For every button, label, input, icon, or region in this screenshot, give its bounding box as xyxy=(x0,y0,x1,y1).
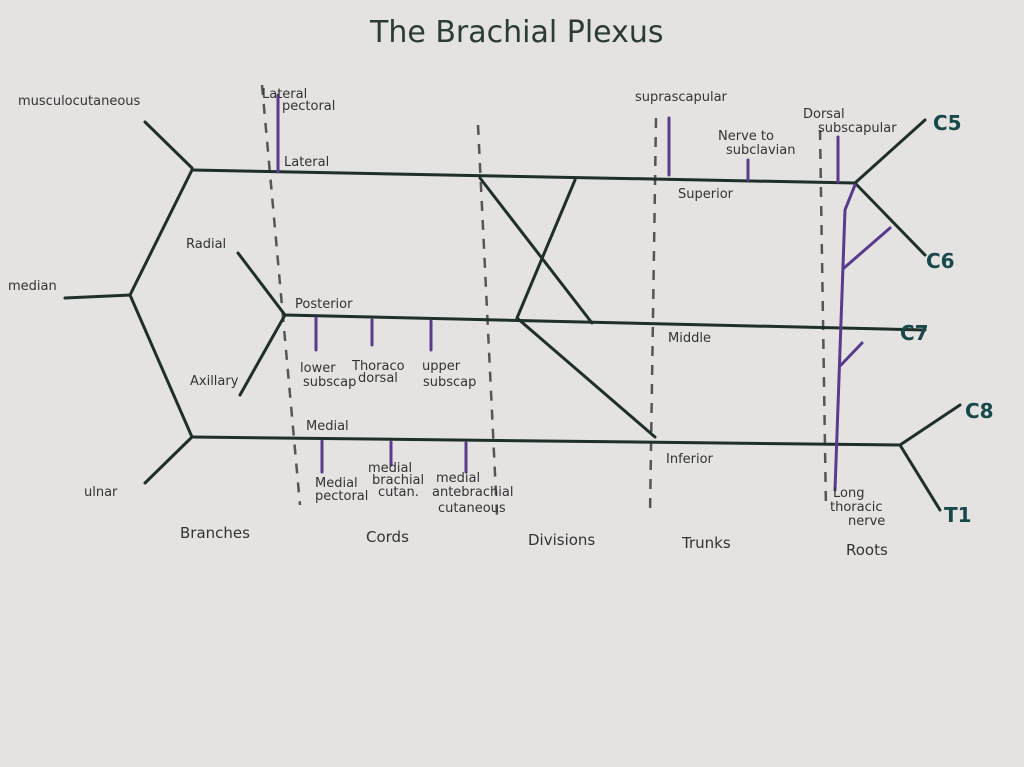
label-median: median xyxy=(8,279,57,294)
label-medial-antebrachial-2: antebrachial xyxy=(432,485,513,500)
label-suprascapular: suprascapular xyxy=(635,90,728,105)
label-long-thoracic-1: Long xyxy=(833,486,864,501)
label-axillary: Axillary xyxy=(190,374,239,389)
divider-divisions-trunks xyxy=(648,117,658,516)
section-branches: Branches xyxy=(180,524,250,542)
label-medial-pectoral-1: Medial xyxy=(315,476,358,491)
label-dorsal-scapular-1: Dorsal xyxy=(803,107,845,122)
label-medial-cord: Medial xyxy=(306,419,349,434)
root-c7: C7 xyxy=(900,321,929,345)
division-line xyxy=(515,316,657,439)
label-upper-subscap-1: upper xyxy=(422,359,461,374)
nerve-lines xyxy=(63,118,962,512)
musculocutaneous-line xyxy=(143,120,194,170)
label-nerve-to-subclavian-2: subclavian xyxy=(726,143,796,158)
label-lower-subscap-2: subscap xyxy=(303,375,356,390)
label-long-thoracic-3: nerve xyxy=(848,514,885,529)
label-thoracodorsal-2: dorsal xyxy=(358,371,398,386)
lateral-superior-line xyxy=(190,168,857,185)
posterior-middle-line xyxy=(283,313,927,332)
division-line xyxy=(478,176,594,325)
long-thoracic-c7-root xyxy=(839,341,864,367)
label-posterior-cord: Posterior xyxy=(295,297,353,312)
c8-root-line xyxy=(898,403,962,447)
label-superior-trunk: Superior xyxy=(678,187,734,202)
section-cords: Cords xyxy=(366,528,409,546)
t1-root-line xyxy=(898,443,942,512)
purple-branches xyxy=(276,93,892,492)
median-line xyxy=(63,293,132,300)
c6-root-line xyxy=(853,181,927,257)
label-thoracodorsal-1: Thoraco xyxy=(351,359,405,374)
diagram-title: The Brachial Plexus xyxy=(369,15,663,50)
root-c6: C6 xyxy=(926,249,955,273)
radial-line xyxy=(236,251,287,317)
label-lateral-pectoral-1: Lateral xyxy=(262,87,307,102)
label-medial-pectoral-2: pectoral xyxy=(315,489,368,504)
label-inferior-trunk: Inferior xyxy=(666,452,714,467)
c5-root-line xyxy=(853,118,927,185)
label-medial-brachial-2: brachial xyxy=(372,473,424,488)
label-lateral-cord: Lateral xyxy=(284,155,329,170)
label-dorsal-scapular-2: subscapular xyxy=(818,121,897,136)
divider-branches-cords xyxy=(260,84,302,506)
median-lateral-root xyxy=(128,168,194,297)
label-medial-antebrachial-1: medial xyxy=(436,471,480,486)
label-medial-brachial-1: medial xyxy=(368,461,412,476)
medial-inferior-line xyxy=(190,435,902,447)
label-long-thoracic-2: thoracic xyxy=(830,500,883,515)
root-t1: T1 xyxy=(944,503,972,527)
median-medial-root xyxy=(128,293,194,439)
section-roots: Roots xyxy=(846,541,888,559)
label-medial-brachial-3: cutan. xyxy=(378,485,419,500)
label-ulnar: ulnar xyxy=(84,485,118,500)
section-divisions: Divisions xyxy=(528,531,595,549)
label-nerve-to-subclavian-1: Nerve to xyxy=(718,129,774,144)
label-musculocutaneous: musculocutaneous xyxy=(18,94,141,109)
label-upper-subscap-2: subscap xyxy=(423,375,476,390)
label-radial: Radial xyxy=(186,237,226,252)
section-trunks: Trunks xyxy=(681,534,731,552)
root-c8: C8 xyxy=(965,399,994,423)
division-line xyxy=(515,178,577,320)
divider-trunks-roots xyxy=(818,129,828,511)
ulnar-line xyxy=(143,435,194,485)
long-thoracic-branch xyxy=(833,183,857,492)
label-lower-subscap-1: lower xyxy=(300,361,336,376)
long-thoracic-c6-root xyxy=(842,226,892,270)
label-lateral-pectoral-2: pectoral xyxy=(282,99,335,114)
nerve-labels: Lateral pectoral lower subscap Thoraco d… xyxy=(262,87,897,529)
label-medial-antebrachial-3: cutaneous xyxy=(438,501,506,516)
label-middle-trunk: Middle xyxy=(668,331,711,346)
axillary-line xyxy=(238,313,287,397)
root-c5: C5 xyxy=(933,111,962,135)
